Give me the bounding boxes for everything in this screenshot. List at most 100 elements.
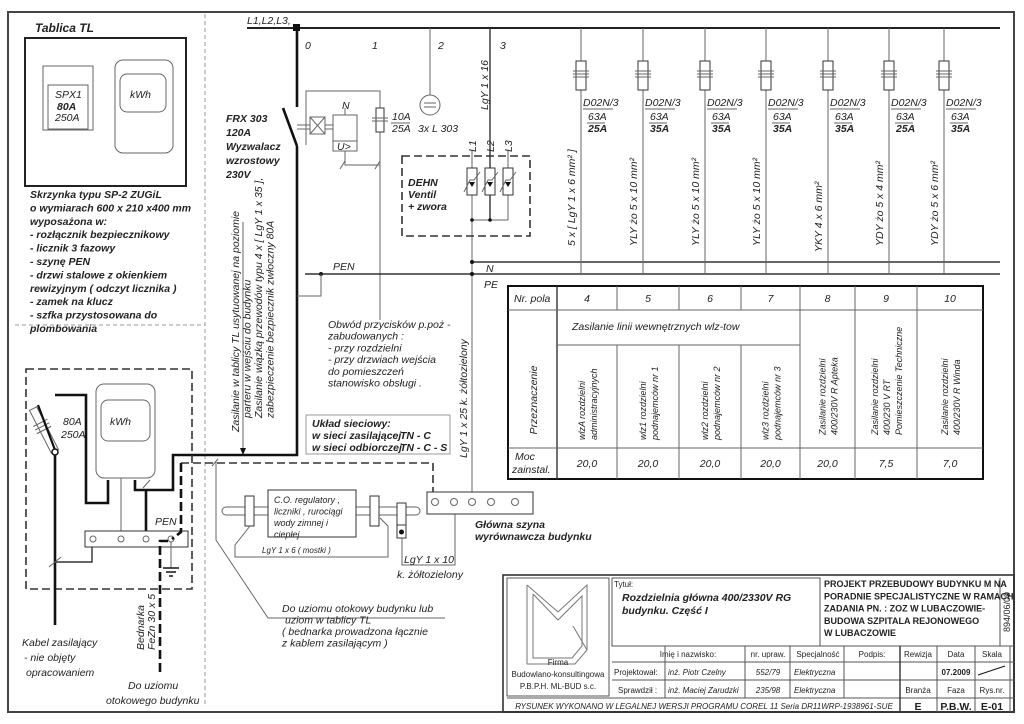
phase-label: Faza — [947, 686, 965, 695]
earth-label: otokowego budynku — [106, 695, 200, 707]
feeder-cable: YDY żo 5 x 6 mm² — [929, 161, 941, 246]
meter-icon — [114, 59, 174, 154]
table-field-purpose: Zasilanie rozdzielni — [818, 357, 828, 436]
signature-table-header: Podpis: — [859, 650, 886, 659]
supply-note-line: Zasilanie w tablicy TL usytuowanej na po… — [230, 211, 242, 433]
table-field-purpose: administracyjnych — [589, 368, 599, 440]
surge-label: DEHN — [408, 177, 438, 189]
signature-table-header: Specjalność — [796, 650, 839, 659]
table-field-no: 10 — [944, 293, 956, 305]
table-field-purpose: podnajemców nr 2 — [712, 366, 722, 441]
fire-note-line: Obwód przycisków p.poż - — [328, 319, 451, 331]
tablica-description-line: - szfka przystosowana do — [30, 310, 158, 322]
control-fuse-rating: 25A — [391, 123, 411, 135]
pen-bar — [84, 530, 189, 548]
supply-cable-note: Kabel zasilający — [22, 637, 98, 649]
meter-icon — [95, 383, 156, 479]
firm-logo — [526, 583, 588, 665]
column-number: 3 — [500, 40, 506, 52]
feeder-cable: 5 x [ LgY 1 x 6 mm² ] — [566, 148, 578, 246]
meter-fuse-rating: 250A — [60, 429, 86, 441]
feeder-fuse-type: D02N/3 — [830, 97, 866, 109]
phase-value: P.B.W. — [940, 701, 971, 713]
table-field-purpose: wlzA rozdzielni — [577, 380, 587, 440]
earth-note-line: Do uziomu otokowy budynku lub — [282, 603, 433, 615]
fire-note-line: zabudowanych : — [327, 331, 404, 343]
signature-name: inż. Piotr Czelny — [668, 668, 727, 677]
phase-label: L2 — [485, 140, 497, 152]
table-field-no: 5 — [645, 293, 651, 305]
pipe-systems-line: C.O. regulatory , — [274, 495, 340, 505]
column-number: 1 — [372, 40, 378, 52]
firm-name-line: Firma — [548, 658, 569, 667]
pen-label: PEN — [155, 516, 177, 528]
fuse-icon — [822, 60, 834, 91]
pen-label: PEN — [333, 261, 355, 273]
table-field-purpose: Zasilanie rozdzielni — [870, 357, 880, 436]
tablica-description-line: plombowania — [29, 323, 97, 335]
feeder-fuse-rated: 63A — [896, 111, 915, 123]
fuse-icon — [883, 60, 895, 91]
meter-box — [25, 368, 193, 590]
relay-n-label: N — [342, 100, 350, 112]
feeder-cable: YLY żo 5 x 10 mm² — [751, 157, 763, 246]
supply-cable-note: - nie objęty — [24, 652, 76, 664]
project-name-line: PORADNIE SPECJALISTYCZNE W RAMACH — [824, 591, 1014, 601]
earth-label: Do uziomu — [128, 680, 178, 692]
tablica-tl-panel — [24, 37, 187, 187]
surge-cable-label: LgY 1 x 16 — [479, 60, 491, 110]
surge-label: Ventil — [408, 189, 437, 201]
column-number: 0 — [305, 40, 311, 52]
feeder-fuse-setting: 35A — [712, 123, 731, 135]
signature-role: Sprawdził : — [618, 686, 657, 695]
main-equipotential-bar — [426, 491, 534, 515]
title-block — [502, 574, 1015, 713]
feeder-fuse-rated: 63A — [650, 111, 669, 123]
feeder-cable: YDY żo 5 x 4 mm² — [874, 161, 886, 246]
table-field-purpose: podnajemców nr 1 — [650, 366, 660, 441]
table-field-power: 20,0 — [699, 458, 721, 470]
feeder-cable: YLY żo 5 x 10 mm² — [690, 157, 702, 246]
revision-label: Rewizja — [904, 650, 933, 659]
network-title: Układ sieciowy: — [312, 418, 391, 430]
table-field-purpose: 400/230 V RT — [882, 378, 892, 435]
feeder-cable: YLY żo 5 x 10 mm² — [628, 157, 640, 246]
network-supply-label: w sieci zasilającej — [312, 430, 402, 442]
feeder-fuse-setting: 35A — [650, 123, 669, 135]
feeder-fuse-type: D02N/3 — [946, 97, 982, 109]
branch-value: E — [914, 701, 921, 713]
title-label: Tytuł: — [614, 580, 633, 589]
project-name-line: W LUBACZOWIE — [824, 628, 896, 638]
control-fuse — [375, 107, 385, 133]
equipotential-bar-label: Główna szyna — [475, 519, 545, 531]
signature-license: 235/98 — [755, 686, 781, 695]
feeder-fuse-rated: 63A — [773, 111, 792, 123]
pipe-systems-line: wody zimnej i — [274, 518, 329, 528]
spx-label: SPX1 — [55, 89, 82, 101]
feeder-fuse-setting: 35A — [835, 123, 854, 135]
phase-label: L3 — [503, 140, 515, 152]
column-number: 2 — [437, 40, 444, 52]
tablica-description-line: Skrzynka typu SP-2 ZUGiL — [30, 189, 162, 201]
fuse-switch-box — [42, 65, 94, 131]
supply-cable-note: opracowaniem — [26, 667, 95, 679]
feeder-fuse-setting: 25A — [895, 123, 915, 135]
signature-table-header: Imię i nazwisko: — [660, 650, 716, 659]
table-field-power: 7,0 — [943, 458, 958, 470]
pipe-clamp — [369, 495, 380, 527]
main-breaker-label: 230V — [225, 169, 252, 181]
date-value: 07.2009 — [942, 668, 971, 677]
drawing-no-value: E-01 — [981, 701, 1003, 713]
earth-note-line: z kablem zasilającym ) — [281, 638, 388, 650]
pe-label: PE — [484, 279, 499, 291]
earth-note-line: uziom w tablicy TL — [285, 615, 372, 627]
equipotential-bar-label: wyrównawcza budynku — [475, 531, 592, 543]
table-header-purpose: Przeznaczenie — [528, 365, 540, 434]
table-field-purpose: wlz3 rozdzielni — [761, 380, 771, 440]
network-load-label: w sieci odbiorczej — [312, 442, 403, 454]
tablica-description-line: rewizyjnym ( odczyt licznika ) — [30, 283, 177, 295]
field-table — [507, 285, 984, 480]
meter-fuse-rating: 80A — [63, 416, 82, 428]
branch-label: Branża — [905, 686, 931, 695]
table-field-power: 20,0 — [816, 458, 838, 470]
